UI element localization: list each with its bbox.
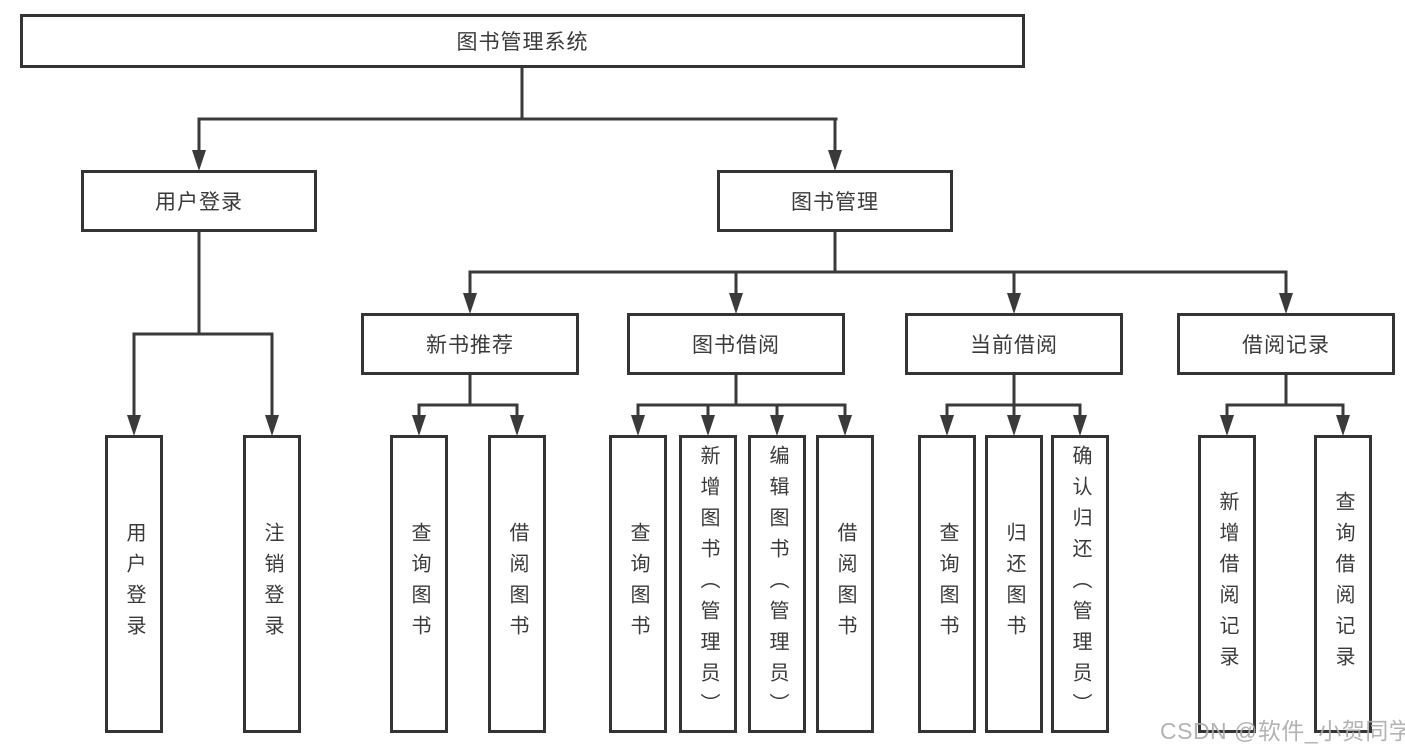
- node-borrow-records: 借阅记录: [1177, 313, 1395, 375]
- node-leaf-add-borrow-record-label: 新增借阅记录: [1216, 491, 1238, 677]
- node-current-borrow-label: 当前借阅: [970, 334, 1058, 357]
- node-user-login: 用户登录: [81, 170, 317, 232]
- watermark-text: CSDN @软件_小贺同学: [1160, 718, 1405, 744]
- node-leaf-return-books: 归还图书: [985, 435, 1043, 733]
- connector-user-login-to-leaves: [127, 230, 279, 436]
- node-leaf-query-books-1: 查询图书: [390, 435, 448, 733]
- node-book-borrow: 图书借阅: [627, 313, 845, 375]
- node-leaf-confirm-return-admin: 确认归还（管理员）: [1051, 435, 1109, 733]
- connector-current-borrow-to-leaves: [940, 373, 1087, 436]
- node-leaf-user-login: 用户登录: [105, 435, 163, 733]
- node-leaf-query-borrow-record: 查询借阅记录: [1314, 435, 1372, 733]
- node-leaf-query-books-1-label: 查询图书: [408, 522, 430, 646]
- node-leaf-borrow-books-2: 借阅图书: [816, 435, 874, 733]
- node-leaf-logout-label: 注销登录: [261, 522, 283, 646]
- node-leaf-logout: 注销登录: [243, 435, 301, 733]
- node-leaf-edit-books-admin: 编辑图书（管理员）: [748, 435, 806, 733]
- node-leaf-confirm-return-admin-label: 确认归还（管理员）: [1069, 444, 1091, 724]
- node-book-management: 图书管理: [717, 170, 953, 232]
- node-leaf-borrow-books-2-label: 借阅图书: [834, 522, 856, 646]
- node-leaf-query-books-3-label: 查询图书: [936, 522, 958, 646]
- node-new-book-recommend: 新书推荐: [361, 313, 579, 375]
- connector-new-book-recommend-to-leaves: [412, 373, 524, 436]
- node-new-book-recommend-label: 新书推荐: [426, 334, 514, 357]
- node-current-borrow: 当前借阅: [905, 313, 1123, 375]
- node-leaf-borrow-books-1-label: 借阅图书: [506, 522, 528, 646]
- connector-book-management-to-sections: [463, 230, 1293, 314]
- node-leaf-query-borrow-record-label: 查询借阅记录: [1332, 491, 1354, 677]
- node-leaf-user-login-label: 用户登录: [123, 522, 145, 646]
- node-leaf-query-books-2: 查询图书: [609, 435, 667, 733]
- node-leaf-query-books-2-label: 查询图书: [627, 522, 649, 646]
- node-leaf-return-books-label: 归还图书: [1003, 522, 1025, 646]
- node-leaf-add-borrow-record: 新增借阅记录: [1198, 435, 1256, 733]
- node-root-label: 图书管理系统: [456, 31, 589, 54]
- node-root: 图书管理系统: [20, 14, 1025, 68]
- connector-root-to-level2: [192, 66, 842, 171]
- node-leaf-add-books-admin-label: 新增图书（管理员）: [697, 444, 719, 724]
- node-borrow-records-label: 借阅记录: [1242, 334, 1330, 357]
- node-leaf-borrow-books-1: 借阅图书: [488, 435, 546, 733]
- node-user-login-label: 用户登录: [155, 191, 243, 214]
- connector-book-borrow-to-leaves: [631, 373, 852, 436]
- node-leaf-edit-books-admin-label: 编辑图书（管理员）: [766, 444, 788, 724]
- node-leaf-add-books-admin: 新增图书（管理员）: [679, 435, 737, 733]
- node-book-management-label: 图书管理: [791, 191, 879, 214]
- node-leaf-query-books-3: 查询图书: [918, 435, 976, 733]
- connector-borrow-records-to-leaves: [1220, 373, 1350, 436]
- node-book-borrow-label: 图书借阅: [692, 334, 780, 357]
